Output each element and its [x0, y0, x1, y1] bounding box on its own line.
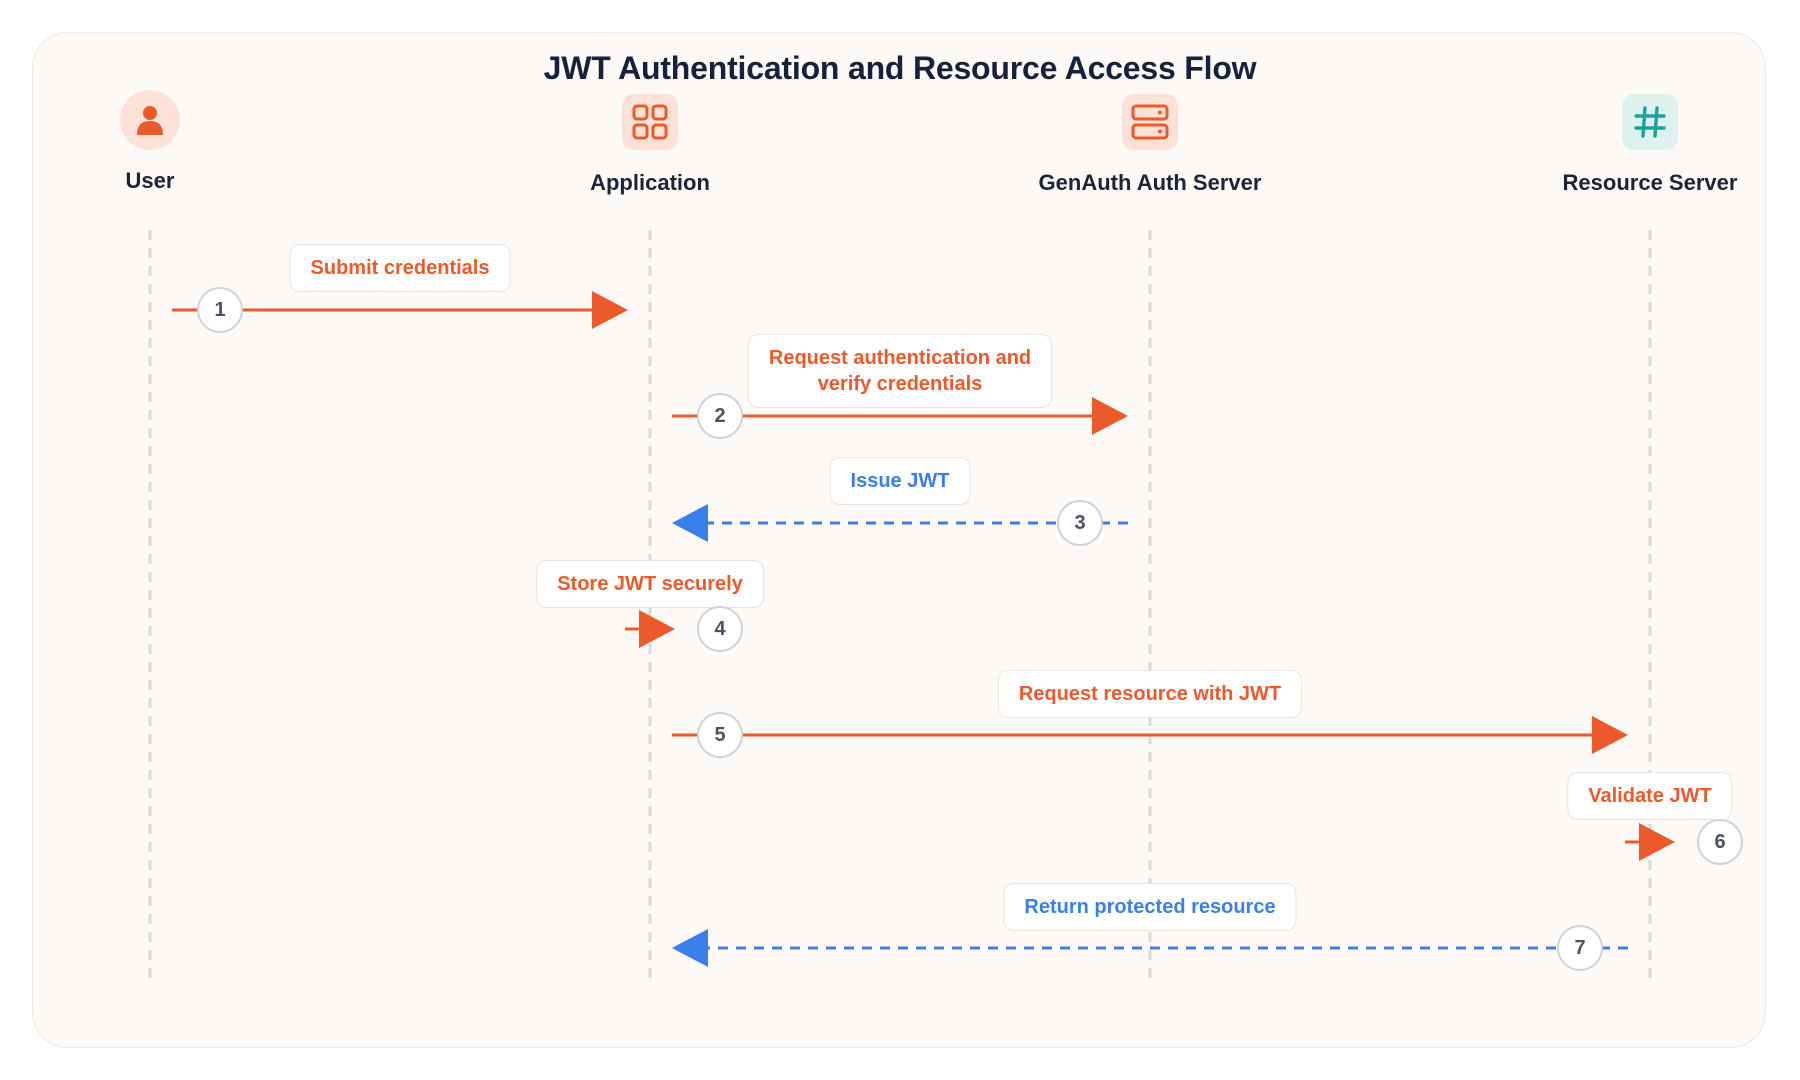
arrow-head: [1092, 397, 1128, 435]
diagram-title: JWT Authentication and Resource Access F…: [543, 50, 1257, 86]
step-badge: 3: [1057, 500, 1103, 546]
step-badge: 7: [1557, 925, 1603, 971]
participant-label: Application: [590, 170, 710, 195]
hash-icon: [1622, 94, 1678, 150]
message-label: Validate JWT: [1567, 772, 1733, 820]
server-icon: [1122, 94, 1178, 150]
message-label-line: Request authentication and: [768, 347, 1032, 369]
arrow-head: [592, 291, 628, 329]
step-badge: 6: [1697, 819, 1743, 865]
arrow-head: [1639, 823, 1675, 861]
step-badge: 4: [697, 606, 743, 652]
step-badge: 2: [697, 393, 743, 439]
participant-label: Resource Server: [1562, 170, 1738, 195]
message-label: Request authentication and verify credent…: [747, 334, 1053, 408]
user-icon: [120, 90, 180, 150]
arrow-head: [672, 929, 708, 967]
step-badge: 5: [697, 712, 743, 758]
message-label: Store JWT securely: [536, 560, 764, 608]
arrow-head: [672, 504, 708, 542]
message-label: Issue JWT: [829, 457, 971, 505]
message-label: Return protected resource: [1003, 883, 1297, 931]
arrow-head: [1592, 716, 1628, 754]
app-grid-icon: [622, 94, 678, 150]
arrow-head: [639, 610, 675, 648]
message-label: Submit credentials: [289, 244, 511, 292]
message-label-line: verify credentials: [817, 373, 983, 395]
participant-label: GenAuth Auth Server: [1038, 170, 1262, 195]
participant-label: User: [125, 168, 175, 193]
diagram-panel: [32, 32, 1766, 1048]
message-label: Request resource with JWT: [997, 670, 1303, 718]
step-badge: 1: [197, 287, 243, 333]
